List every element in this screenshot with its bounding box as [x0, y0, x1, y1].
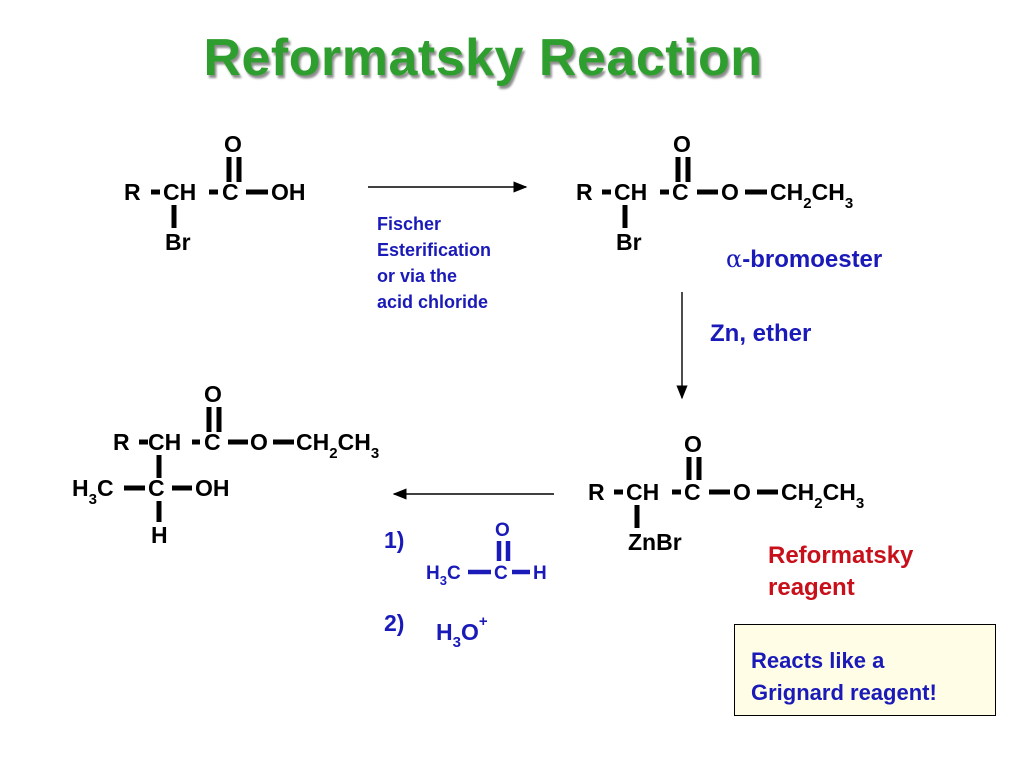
- carbinol-hydrogen: H: [151, 522, 168, 548]
- carbonyl-carbon: C: [684, 479, 701, 505]
- ester-oxygen: O: [721, 179, 739, 205]
- r-group: R: [113, 429, 130, 455]
- hydroxyl: OH: [271, 179, 306, 205]
- bromoester-label: α-bromoester: [726, 245, 882, 274]
- carbonyl-oxygen: O: [684, 431, 702, 457]
- carbonyl-oxygen: O: [673, 131, 691, 157]
- alpha-carbon: CH: [614, 179, 647, 205]
- bromoester-text: -bromoester: [742, 246, 883, 273]
- condition-line: acid chloride: [377, 292, 489, 312]
- bromo-acid-molecule: O R CH C OH Br: [124, 131, 306, 255]
- zinc-conditions: Zn, ether: [710, 320, 812, 347]
- aldehyde-oxygen: O: [495, 520, 510, 541]
- acetaldehyde-molecule: O H3C C H: [426, 520, 547, 588]
- r-group: R: [124, 179, 141, 205]
- esterification-conditions: Fischer Esterification or via the acid c…: [377, 211, 491, 315]
- ester-oxygen: O: [733, 479, 751, 505]
- r-group: R: [588, 479, 605, 505]
- carbinol-carbon: C: [148, 475, 165, 501]
- ethyl-group: CH2CH3: [781, 479, 864, 512]
- grignard-note-text: Reacts like a Grignard reagent!: [751, 645, 937, 709]
- grignard-note-box: Reacts like a Grignard reagent!: [734, 624, 996, 716]
- product-molecule: O R CH C O CH2CH3 H3C C OH H: [72, 381, 379, 548]
- condition-line: Fischer: [377, 214, 442, 234]
- ester-oxygen: O: [250, 429, 268, 455]
- zinc-bromide: ZnBr: [628, 529, 682, 555]
- alpha-carbon: CH: [626, 479, 659, 505]
- reagent-label-line1: Reformatsky: [768, 542, 914, 569]
- carbonyl-carbon: C: [204, 429, 221, 455]
- hydronium: H3O+: [436, 613, 488, 651]
- note-line1: Reacts like a: [751, 648, 885, 673]
- bromine: Br: [616, 229, 642, 255]
- step-1-label: 1): [384, 527, 405, 553]
- r-group: R: [576, 179, 593, 205]
- note-line2: Grignard reagent!: [751, 680, 937, 705]
- reagent-label-line2: reagent: [768, 574, 855, 601]
- methyl-group: H3C: [72, 475, 114, 508]
- bromine: Br: [165, 229, 191, 255]
- alpha-carbon: CH: [148, 429, 181, 455]
- methyl-group: H3C: [426, 563, 461, 588]
- ethyl-group: CH2CH3: [770, 179, 853, 212]
- alpha-symbol: α: [726, 245, 743, 273]
- carbonyl-oxygen: O: [224, 131, 242, 157]
- carbonyl-carbon: C: [672, 179, 689, 205]
- hydroxyl: OH: [195, 475, 230, 501]
- reformatsky-reagent-label: Reformatsky reagent: [768, 540, 913, 604]
- reformatsky-reagent-molecule: O R CH C O CH2CH3 ZnBr: [588, 431, 864, 555]
- page-title: Reformatsky Reaction: [203, 29, 763, 87]
- ethyl-group: CH2CH3: [296, 429, 379, 462]
- carbonyl-oxygen: O: [204, 381, 222, 407]
- condition-line: Esterification: [377, 240, 492, 260]
- carbonyl-carbon: C: [222, 179, 239, 205]
- alpha-carbon: CH: [163, 179, 196, 205]
- bromoester-molecule: O R CH C O CH2CH3 Br: [576, 131, 853, 255]
- aldehyde-carbon: C: [494, 563, 508, 584]
- condition-line: or via the: [377, 266, 458, 286]
- aldehyde-hydrogen: H: [533, 563, 547, 584]
- step-2-label: 2): [384, 610, 405, 636]
